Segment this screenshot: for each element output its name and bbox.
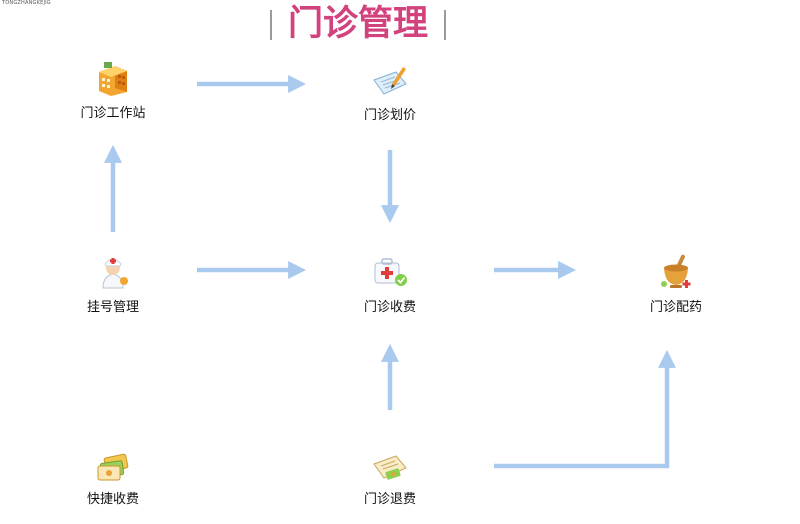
node-label: 门诊划价 xyxy=(363,108,416,123)
page-title: 门诊管理 xyxy=(287,4,428,44)
page-header: 门诊管理 xyxy=(270,0,446,46)
notepad-pen-icon xyxy=(373,67,407,95)
nurse-icon xyxy=(102,258,128,289)
money-cards-icon xyxy=(97,453,129,481)
corner-watermark: TONGZHANGKEJIG xyxy=(2,0,51,6)
node-label: 挂号管理 xyxy=(86,300,139,315)
node-dispensing[interactable]: 门诊配药 xyxy=(616,252,736,315)
node-label: 门诊配药 xyxy=(649,300,702,315)
node-label: 快捷收费 xyxy=(86,492,139,507)
arrow-refund-to-dispensing xyxy=(494,349,676,469)
title-divider-right xyxy=(444,10,446,40)
refund-document-icon xyxy=(373,455,407,480)
node-quick-charge[interactable]: 快捷收费 xyxy=(53,450,173,507)
mortar-pestle-icon xyxy=(661,254,691,288)
node-label: 门诊收费 xyxy=(363,300,416,315)
first-aid-kit-icon xyxy=(374,258,407,286)
node-refund[interactable]: 门诊退费 xyxy=(330,450,450,507)
node-registration[interactable]: 挂号管理 xyxy=(53,252,173,315)
title-divider-left xyxy=(270,10,272,40)
node-label: 门诊退费 xyxy=(363,492,416,507)
node-charging[interactable]: 门诊收费 xyxy=(330,252,450,315)
node-workstation[interactable]: 门诊工作站 xyxy=(53,58,173,121)
building-icon xyxy=(99,62,127,96)
node-label: 门诊工作站 xyxy=(80,106,146,121)
node-pricing[interactable]: 门诊划价 xyxy=(330,64,450,123)
